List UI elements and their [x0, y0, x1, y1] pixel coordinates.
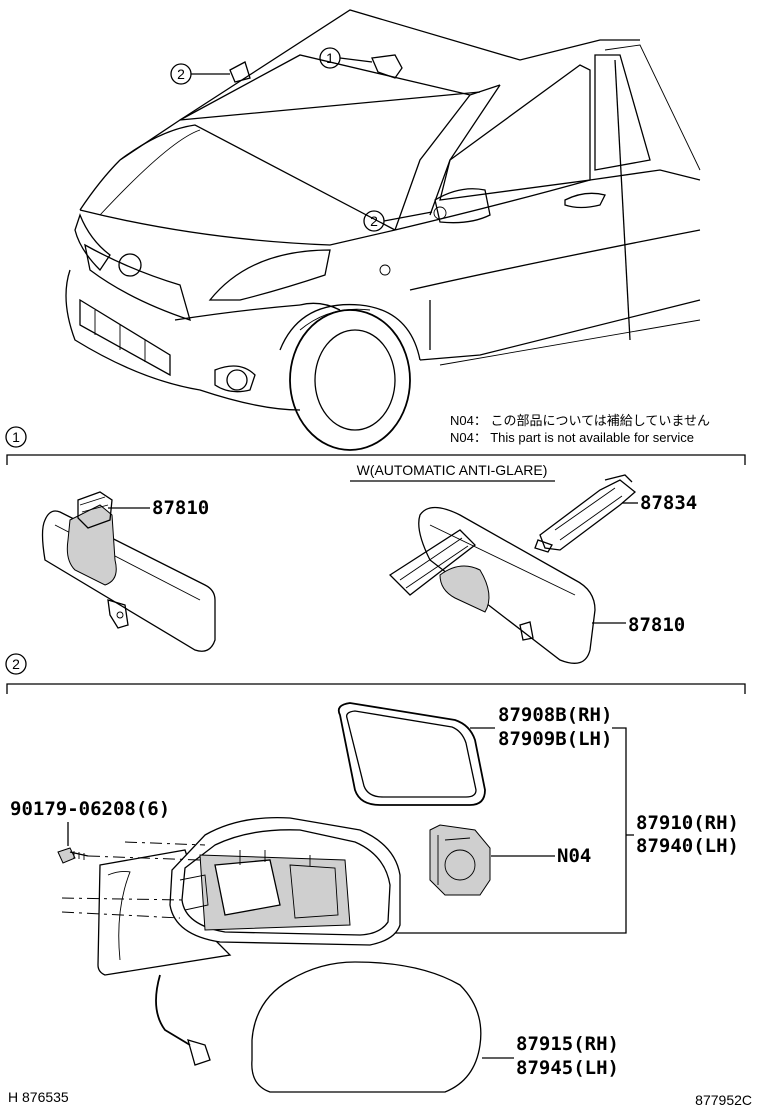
part-number-87810-a: 87810 — [152, 497, 209, 519]
callout-car-outer-mirror-side: 2 — [363, 210, 433, 232]
mirror-cover — [534, 474, 637, 553]
svg-text:1: 1 — [12, 429, 20, 445]
part-number-90179: 90179-06208(6) — [10, 798, 170, 820]
part-number-87909b: 87909B(LH) — [498, 728, 612, 750]
part-number-87940: 87940(LH) — [636, 835, 739, 857]
part-number-87810-b: 87810 — [628, 614, 685, 636]
callout-car-inner-mirror: 1 — [319, 47, 373, 69]
outer-mirror-housing — [97, 816, 401, 1066]
svg-text:2: 2 — [370, 213, 378, 229]
footer-left-code: H 876535 — [8, 1089, 69, 1105]
part-number-87908b: 87908B(RH) — [498, 704, 612, 726]
note-jp: N04： この部品については補給していません — [450, 413, 710, 428]
note-en: N04： This part is not available for serv… — [450, 430, 694, 445]
part-number-87915: 87915(RH) — [516, 1033, 619, 1055]
part-number-87910: 87910(RH) — [636, 812, 739, 834]
variant-label: W(AUTOMATIC ANTI-GLARE) — [357, 462, 548, 478]
section-one-header: 1 — [5, 426, 746, 465]
part-number-87945: 87945(LH) — [516, 1057, 619, 1079]
svg-text:2: 2 — [177, 66, 185, 82]
part-number-n04: N04 — [557, 845, 591, 867]
svg-text:2: 2 — [12, 656, 20, 672]
mirror-frame — [337, 702, 486, 806]
car-illustration — [65, 9, 701, 451]
mirror-glass — [251, 961, 482, 1093]
section-two-header: 2 — [5, 653, 746, 694]
mirror-motor — [429, 824, 491, 896]
callout-car-outer-mirror-top: 2 — [170, 63, 230, 85]
inner-mirror-auto — [388, 506, 596, 664]
part-number-87834: 87834 — [640, 492, 697, 514]
svg-text:1: 1 — [326, 50, 334, 66]
screw — [57, 847, 89, 864]
footer-right-code: 877952C — [695, 1092, 752, 1108]
inner-mirror-standard — [41, 491, 216, 652]
